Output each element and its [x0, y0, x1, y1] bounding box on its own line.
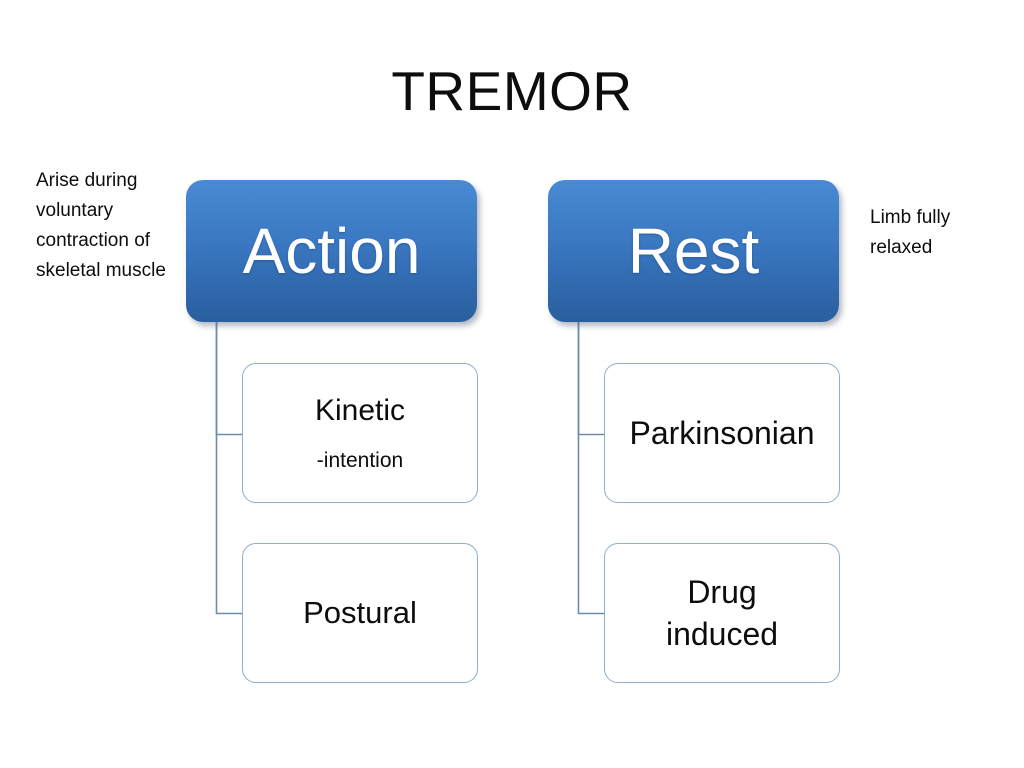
annotation-right: Limb fully relaxed	[870, 207, 951, 258]
node-postural-label: Postural	[303, 595, 417, 630]
node-parkinsonian[interactable]: Parkinsonian	[604, 363, 840, 503]
node-rest-label: Rest	[627, 215, 760, 287]
connector-group-action	[215, 322, 242, 615]
connector-action-to-postural	[215, 322, 242, 615]
connector-rest-to-drug-induced	[577, 322, 604, 615]
node-postural[interactable]: Postural	[242, 543, 478, 683]
node-drug-induced-label: Drug induced	[665, 574, 779, 652]
connector-rest-to-parkinsonian	[577, 322, 604, 436]
connector-action-to-kinetic	[215, 322, 242, 436]
page-title: TREMOR	[391, 60, 633, 122]
node-action-label: Action	[242, 215, 421, 287]
node-kinetic-sublabel: -intention	[316, 449, 404, 472]
connector-group-rest	[577, 322, 604, 615]
annotation-left: Arise during voluntary contraction of sk…	[36, 170, 166, 281]
node-kinetic[interactable]: Kinetic -intention	[242, 363, 478, 503]
node-drug-induced[interactable]: Drug induced	[604, 543, 840, 683]
node-rest[interactable]: Rest	[548, 180, 839, 322]
node-kinetic-label: Kinetic	[314, 394, 406, 427]
node-action[interactable]: Action	[186, 180, 477, 322]
node-parkinsonian-label: Parkinsonian	[629, 415, 815, 451]
